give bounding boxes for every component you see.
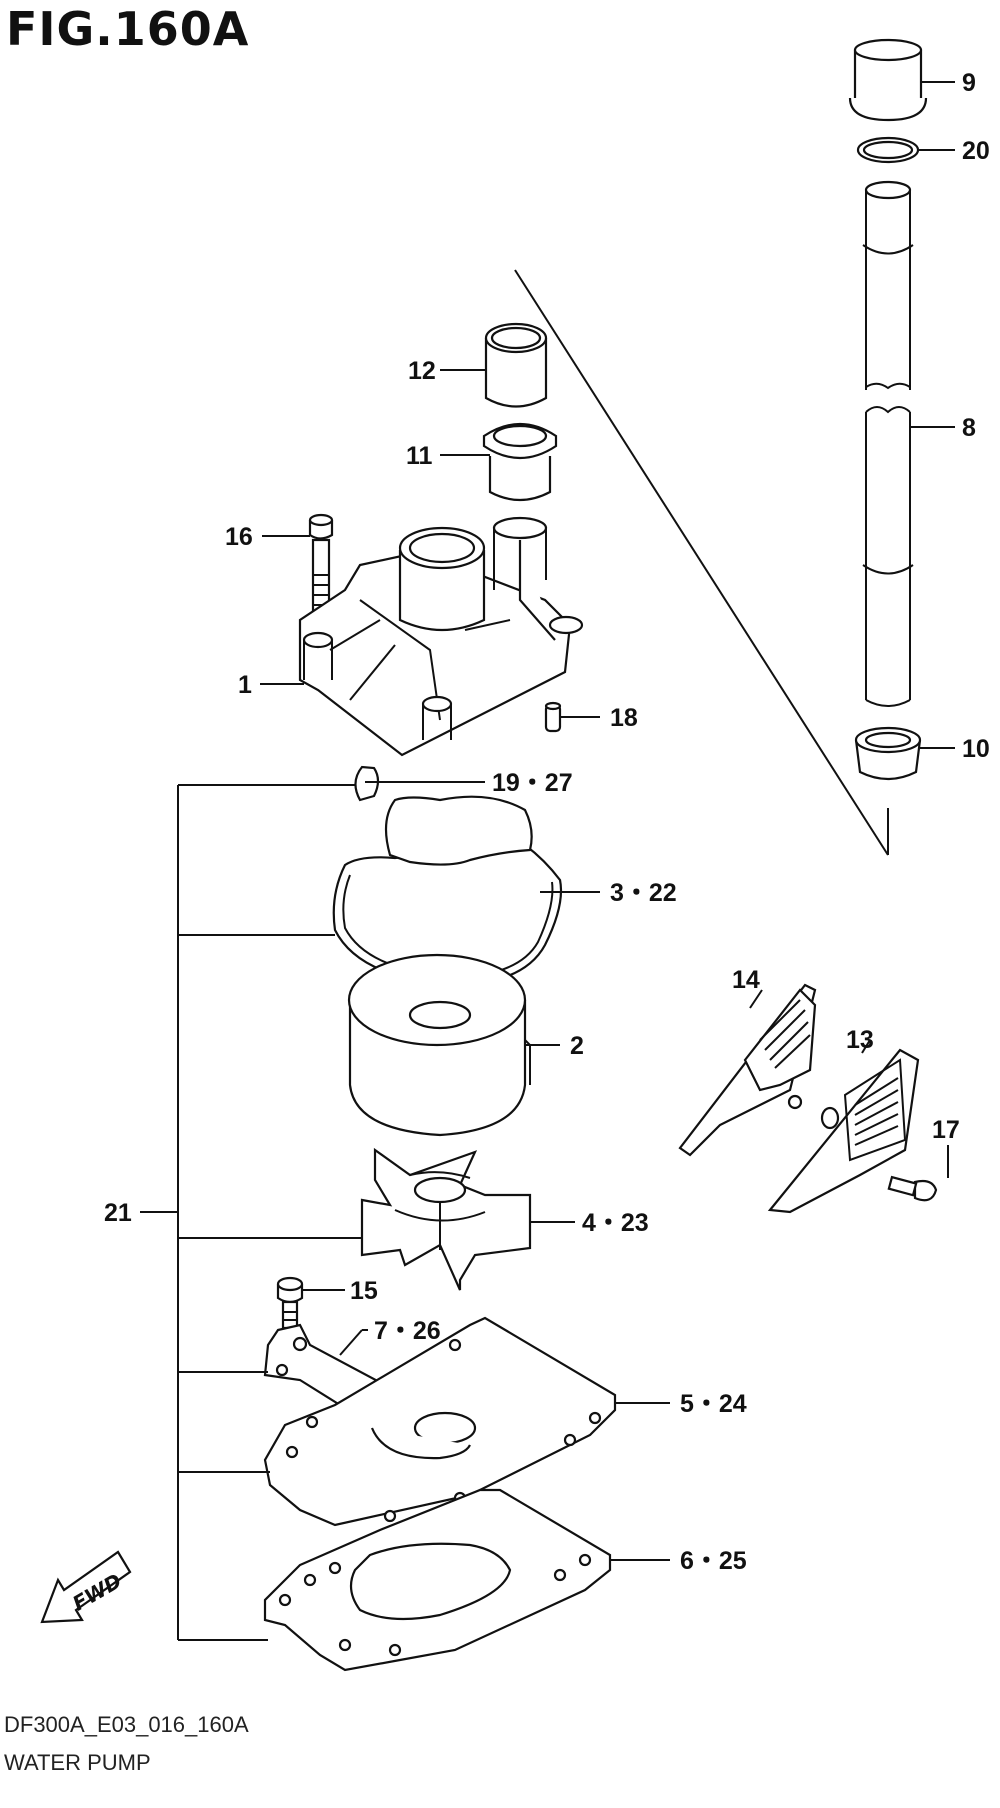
callout-20: 20 [962,137,990,165]
callout-9: 9 [962,69,976,97]
part-2-liner [347,953,531,1137]
callout-11: 11 [406,442,433,470]
callout-10: 10 [962,735,990,763]
callout-3-22: 3・22 [610,879,677,907]
assembly-21-bracket [140,784,362,1641]
callout-15: 15 [350,1277,378,1305]
part-5-24-plate [263,1316,617,1527]
callout-13: 13 [846,1026,874,1054]
part-15-bolt [276,1276,304,1330]
callout-7-26: 7・26 [374,1317,441,1345]
assembly-line [514,269,889,856]
callout-16: 16 [225,523,253,551]
diagram-code: DF300A_E03_016_160A [4,1712,249,1737]
part-18-dowel-pin [544,701,562,733]
part-3-22-gasket [332,795,563,987]
part-13-strainer [767,1048,920,1214]
callout-6-25: 6・25 [680,1547,747,1575]
part-6-25-gasket [263,1488,612,1672]
part-8-water-tube [862,180,914,707]
part-9-sleeve [848,38,928,122]
callout-5-24: 5・24 [680,1390,747,1418]
callout-4-23: 4・23 [582,1209,649,1237]
callout-14: 14 [732,966,760,994]
callout-1: 1 [238,671,252,699]
callout-21: 21 [104,1199,132,1227]
part-14-strainer [678,983,817,1157]
callout-8: 8 [962,414,976,442]
callout-12: 12 [408,357,436,385]
callout-2: 2 [570,1032,584,1060]
part-16-bolt [308,513,334,620]
callout-18: 18 [610,704,638,732]
leader-lines [260,81,955,1561]
callout-19-27: 19・27 [492,769,573,797]
diagram-name: WATER PUMP [4,1750,151,1775]
part-10-grommet [854,726,922,781]
figure-title: FIG.160A [6,2,250,56]
part-11-bushing [482,422,558,502]
callout-17: 17 [932,1116,960,1144]
part-1-pump-case [298,516,584,757]
part-17-screw [887,1175,938,1202]
part-20-o-ring [856,136,920,164]
part-12-sleeve [484,322,548,408]
part-4-23-impeller [360,1147,532,1291]
fwd-arrow-icon: FWD [40,1550,132,1624]
part-19-27-key [354,765,380,802]
